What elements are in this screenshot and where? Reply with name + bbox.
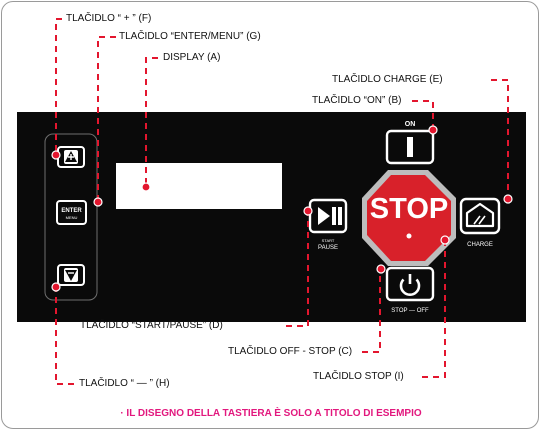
leader-start-pause [286,212,309,327]
dot-on [428,125,438,135]
label-stop-button: TLAČIDLO STOP (I) [313,371,404,382]
stop-button[interactable]: STOP [362,170,456,266]
label-enter-menu-button: TLAČIDLO “ENTER/MENU” (G) [119,31,261,42]
start-text: START [322,238,335,243]
power-icon [399,278,421,296]
leader-lines [55,18,509,385]
label-display: DISPLAY (A) [163,52,221,63]
charge-button[interactable]: CHARGE [459,197,501,248]
label-start-pause-button: TLAČIDLO “START/PAUSE” (D) [80,320,223,331]
minus-button[interactable] [57,264,85,286]
leader-dots [51,125,513,292]
stop-text: STOP [370,193,448,225]
leader-off-stop [362,270,381,353]
stop-off-text: STOP — OFF [391,308,429,314]
pause-text: PAUSE [318,245,338,251]
label-off-stop-button: TLAČIDLO OFF - STOP (C) [228,346,353,357]
label-plus-button: TLAČIDLO “ + ” (F) [66,13,152,24]
footer-note: · IL DISEGNO DELLA TASTIERA È SOLO A TIT… [120,408,422,419]
dot-start-pause [303,206,313,216]
dot-minus [51,282,61,292]
on-text: ON [405,121,416,128]
power-on-icon [407,137,413,157]
dot-charge [503,194,513,204]
dot-off-stop [376,264,386,274]
on-button[interactable]: ON [385,121,435,165]
power-off-button[interactable]: STOP — OFF [385,266,435,314]
leader-stop [422,240,446,378]
play-icon [318,207,330,225]
leader-plus [55,18,62,155]
leader-display [145,57,158,185]
label-on-button: TLAČIDLO “ON” (B) [312,95,402,106]
house-icon [465,202,495,228]
display-screen [116,163,282,209]
pause-bar-right [338,207,342,225]
dot-display [141,182,151,192]
left-button-group [44,133,98,301]
enter-text: ENTER [61,208,82,214]
label-minus-button: TLAČIDLO “ — ” (H) [79,378,170,389]
menu-text: MENU [66,215,78,220]
enter-menu-button[interactable]: ENTER MENU [56,200,87,225]
label-charge-button: TLAČIDLO CHARGE (E) [332,74,443,85]
charge-slash-icon [473,215,486,225]
plus-icon [68,154,74,160]
pause-bar-left [332,207,336,225]
dot-enter [93,197,103,207]
dot-plus [51,150,61,160]
stop-indicator-dot [406,233,412,239]
start-pause-button[interactable]: START PAUSE [308,198,348,251]
leader-minus [55,287,74,385]
plus-button[interactable] [57,146,85,168]
charge-text: CHARGE [467,242,493,248]
leader-charge [491,79,509,199]
leader-enter [97,36,116,202]
dot-stop [440,235,450,245]
